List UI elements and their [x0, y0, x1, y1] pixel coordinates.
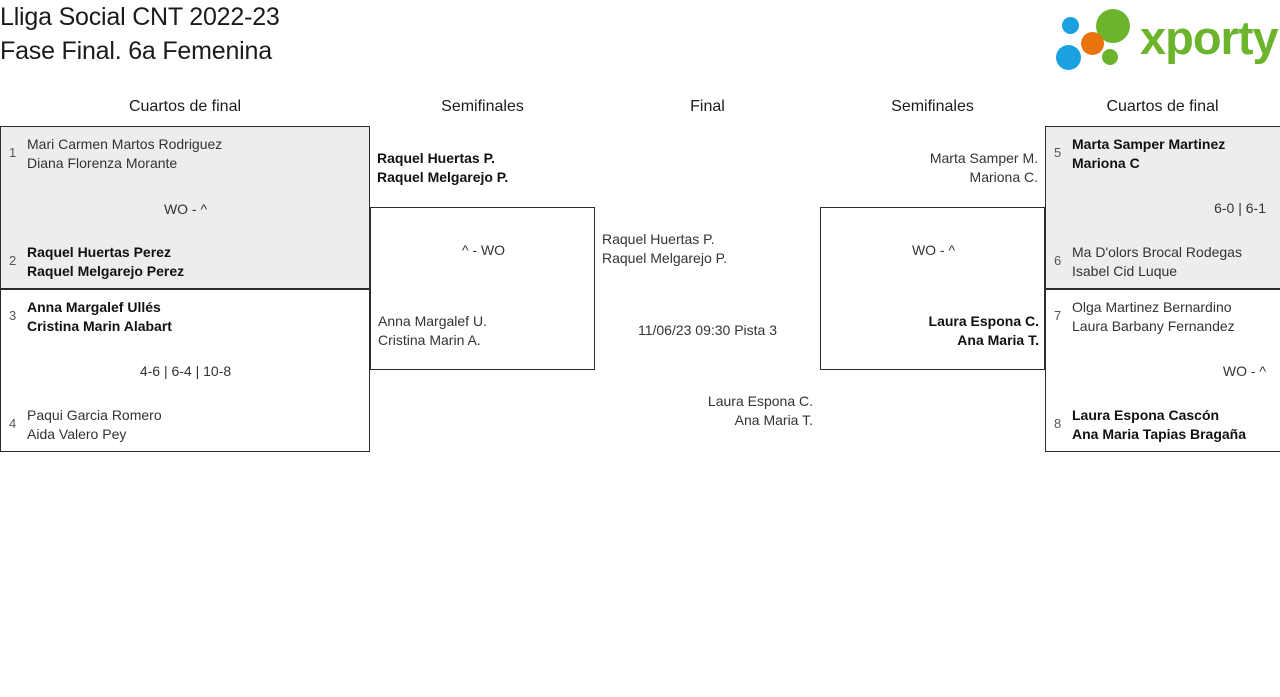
- seed-number: 8: [1054, 416, 1062, 431]
- seed-number: 4: [9, 416, 17, 431]
- logo-dot-large-blue-icon: [1056, 45, 1081, 70]
- xporty-logo: xporty: [1048, 8, 1279, 70]
- match-quarterfinal-1[interactable]: 1 Mari Carmen Martos Rodriguez Diana Flo…: [0, 126, 370, 289]
- team-name-line-1: Ma D'olors Brocal Rodegas: [1072, 244, 1242, 260]
- logo-dot-orange-icon: [1081, 32, 1104, 55]
- page-title: Lliga Social CNT 2022-23 Fase Final. 6a …: [0, 0, 280, 68]
- semifinal-left-top-line-2: Raquel Melgarejo P.: [377, 169, 509, 185]
- team-name-line-2: Isabel Cid Luque: [1072, 263, 1178, 279]
- team-name-line-2: Raquel Melgarejo Perez: [27, 263, 185, 279]
- final-bottom-line-1: Laura Espona C.: [707, 393, 813, 409]
- match-quarterfinal-2[interactable]: 3 Anna Margalef Ullés Cristina Marin Ala…: [0, 289, 370, 452]
- page-title-line-1: Lliga Social CNT 2022-23: [0, 3, 280, 31]
- final-bottom-line-2: Ana Maria T.: [734, 412, 813, 428]
- team-name-line-1: Mari Carmen Martos Rodriguez: [27, 136, 223, 152]
- match-score: 6-0 | 6-1: [1214, 200, 1266, 216]
- match-semifinal-left[interactable]: ^ - WO Anna Margalef U. Cristina Marin A…: [370, 207, 595, 370]
- final-top-line-1: Raquel Huertas P.: [602, 231, 715, 247]
- match-quarterfinal-3[interactable]: 5 Marta Samper Martinez Mariona C 6-0 | …: [1045, 126, 1280, 289]
- seed-number: 6: [1054, 253, 1062, 268]
- match-semifinal-right[interactable]: WO - ^ Laura Espona C. Ana Maria T.: [820, 207, 1045, 370]
- team-name-line-2: Diana Florenza Morante: [27, 155, 178, 171]
- round-header-quarterfinals-left: Cuartos de final: [128, 98, 242, 115]
- logo-dot-small-green-icon: [1102, 49, 1118, 65]
- logo-wordmark: xporty: [1140, 11, 1279, 64]
- round-header-quarterfinals-right: Cuartos de final: [1106, 98, 1219, 115]
- team-name-line-2: Cristina Marin A.: [378, 332, 481, 348]
- team-name-line-1: Olga Martinez Bernardino: [1072, 299, 1232, 315]
- match-quarterfinal-4[interactable]: 7 Olga Martinez Bernardino Laura Barbany…: [1045, 289, 1280, 452]
- final-schedule: 11/06/23 09:30 Pista 3: [637, 322, 778, 338]
- team-name-line-2: Cristina Marin Alabart: [27, 318, 172, 334]
- seed-number: 3: [9, 308, 17, 323]
- semifinal-right-top-line-1: Marta Samper M.: [929, 150, 1038, 166]
- match-score: WO - ^: [163, 201, 208, 217]
- match-score: 4-6 | 6-4 | 10-8: [139, 363, 232, 379]
- seed-number: 2: [9, 253, 17, 268]
- match-score: WO - ^: [1222, 363, 1266, 379]
- seed-number: 7: [1054, 308, 1062, 323]
- team-name-line-2: Laura Barbany Fernandez: [1072, 318, 1235, 334]
- team-name-line-1: Anna Margalef Ullés: [27, 299, 161, 315]
- match-score: ^ - WO: [461, 242, 506, 258]
- team-name-line-1: Paqui Garcia Romero: [27, 407, 162, 423]
- team-name-line-2: Ana Maria Tapias Bragaña: [1072, 426, 1247, 442]
- team-name-line-1: Laura Espona C.: [928, 313, 1039, 329]
- team-name-line-2: Mariona C: [1072, 155, 1140, 171]
- seed-number: 1: [9, 145, 17, 160]
- team-name-line-1: Raquel Huertas Perez: [27, 244, 171, 260]
- match-score: WO - ^: [911, 242, 956, 258]
- team-name-line-2: Aida Valero Pey: [27, 426, 127, 442]
- team-name-line-1: Anna Margalef U.: [378, 313, 487, 329]
- semifinal-right-top-line-2: Mariona C.: [969, 169, 1038, 185]
- round-header-semifinals-right: Semifinales: [891, 98, 974, 115]
- semifinal-left-top-line-1: Raquel Huertas P.: [377, 150, 496, 166]
- page-title-line-2: Fase Final. 6a Femenina: [0, 37, 272, 65]
- final-top-line-2: Raquel Melgarejo P.: [602, 250, 728, 266]
- team-name-line-1: Marta Samper Martinez: [1072, 136, 1226, 152]
- seed-number: 5: [1054, 145, 1062, 160]
- round-header-semifinals-left: Semifinales: [441, 98, 524, 115]
- team-name-line-1: Laura Espona Cascón: [1072, 407, 1220, 423]
- round-header-final: Final: [690, 98, 725, 115]
- logo-dot-small-blue-icon: [1062, 17, 1079, 34]
- team-name-line-2: Ana Maria T.: [957, 332, 1039, 348]
